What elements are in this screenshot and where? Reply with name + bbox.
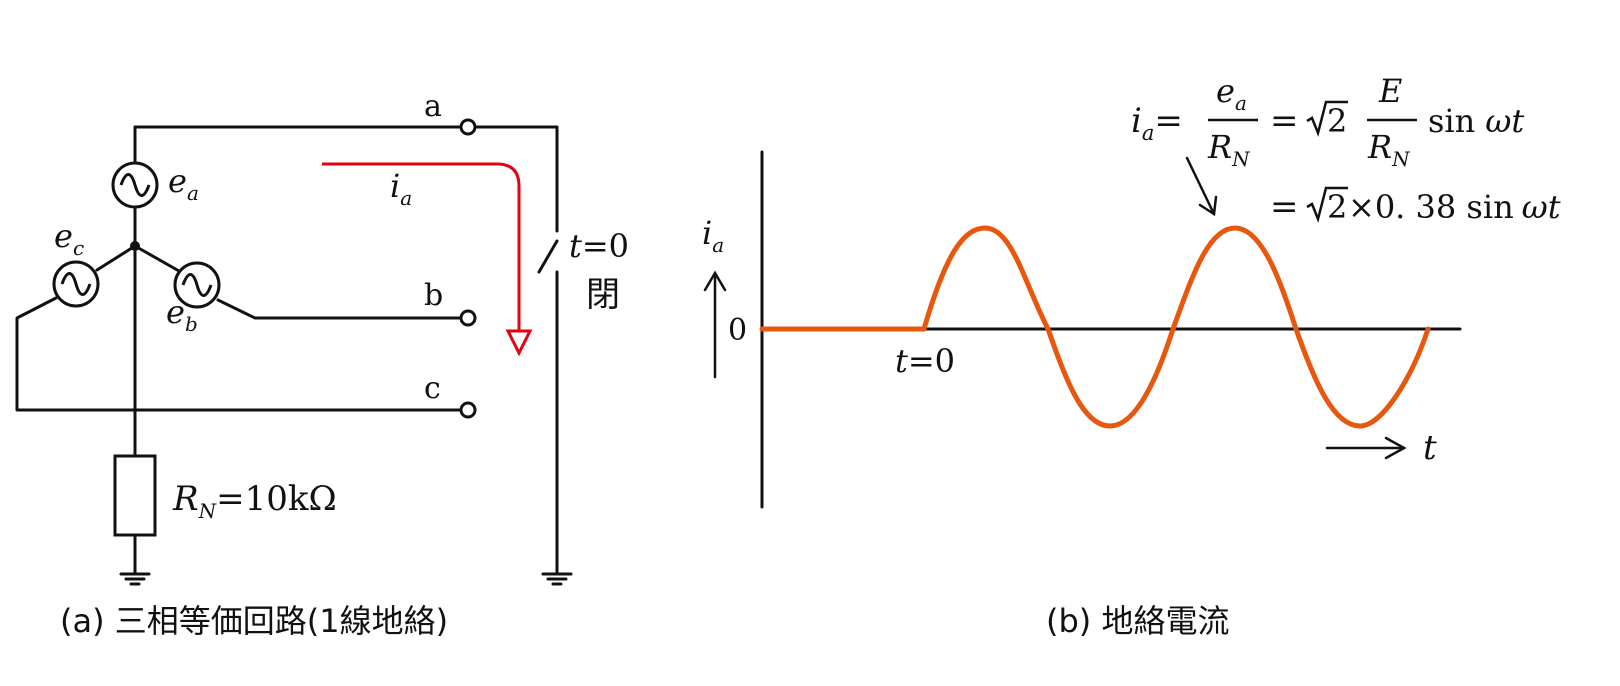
source-ec-label: ec <box>54 217 84 260</box>
fault-current-arrowhead <box>505 329 533 357</box>
resistor-rn <box>113 454 157 537</box>
zero-label: 0 <box>728 313 747 348</box>
terminal-b <box>459 309 477 327</box>
terminal-a <box>459 118 477 136</box>
svg-text:E: E <box>1378 72 1402 110</box>
wire-phase-c <box>15 296 463 412</box>
three-phase-circuit: a b c ea ec eb ia t=0 閉 RN=10kΩ (a) 三相等価… <box>15 89 629 640</box>
svg-text:=: = <box>1270 187 1299 227</box>
wire-switch-top <box>469 125 559 233</box>
sqrt-symbol-1 <box>1306 100 1348 138</box>
t-axis-label: t <box>1423 428 1437 468</box>
terminal-c <box>459 401 477 419</box>
fault-current-arrow <box>322 162 521 330</box>
svg-text:2: 2 <box>1327 188 1347 226</box>
t0-label: t=0 <box>895 342 955 380</box>
caption-b: (b) 地絡電流 <box>1046 602 1229 640</box>
svg-text:RN: RN <box>1367 128 1411 171</box>
ground-right-icon <box>541 572 573 586</box>
formula-pointer-arrow <box>1185 156 1216 216</box>
source-eb-label: eb <box>166 293 198 336</box>
formula-pointer-arrowhead <box>1198 195 1218 217</box>
t-direction-arrowhead <box>1384 436 1407 460</box>
svg-text:2: 2 <box>1327 102 1347 140</box>
ground-left-icon <box>119 572 151 586</box>
svg-text:ia=: ia= <box>1131 101 1183 145</box>
wire-phase-b <box>216 298 463 320</box>
caption-a: (a) 三相等価回路(1線地絡) <box>60 602 448 640</box>
terminal-c-label: c <box>424 371 441 406</box>
resistor-label: RN=10kΩ <box>172 479 337 523</box>
source-eb <box>173 261 221 309</box>
y-direction-arrowhead <box>703 270 727 292</box>
y-axis-label: ia <box>702 214 724 257</box>
terminal-a-label: a <box>424 89 442 124</box>
source-ea <box>111 161 159 209</box>
switch-time-label: t=0 <box>569 227 629 265</box>
switch-blade <box>537 239 559 274</box>
svg-text:RN: RN <box>1207 128 1251 171</box>
source-ea-label: ea <box>168 162 199 205</box>
svg-text:=: = <box>1270 101 1299 141</box>
wire-to-source-b <box>133 244 181 273</box>
wire-to-source-c <box>95 244 137 272</box>
current-waveform <box>759 225 1431 429</box>
sqrt-symbol-2 <box>1306 186 1348 224</box>
svg-text:ea: ea <box>1216 72 1247 115</box>
terminal-b-label: b <box>424 278 443 313</box>
ground-current-waveform: ia 0 t t=0 ia= ea RN = 2 E <box>702 72 1561 640</box>
fault-current-label: ia <box>390 167 412 210</box>
source-ec <box>52 260 100 308</box>
switch-state-label: 閉 <box>586 275 620 315</box>
